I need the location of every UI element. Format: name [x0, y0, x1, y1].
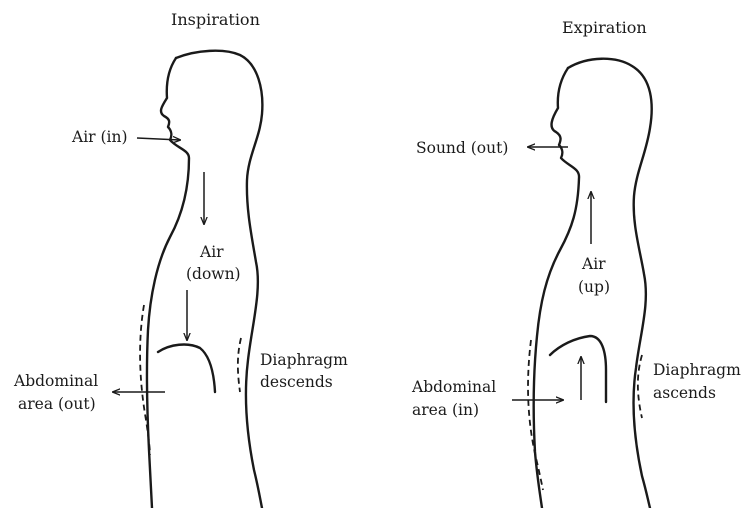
expiration-diaphragm-label-2: ascends — [653, 384, 716, 402]
inspiration-air-in-label: Air (in) — [71, 128, 128, 146]
expiration-air-up-label-2: (up) — [578, 278, 610, 296]
inspiration-body-front-outline — [147, 58, 189, 508]
inspiration-diaphragm — [158, 345, 215, 392]
expiration-diaphragm — [550, 336, 606, 402]
inspiration-title: Inspiration — [171, 10, 260, 29]
inspiration-air-down-label-1: Air — [199, 243, 224, 261]
expiration-diaphragm-label-1: Diaphragm — [653, 361, 741, 379]
inspiration-panel: Inspiration Air (in) Air (down) Diaphrag… — [13, 10, 348, 508]
expiration-abdominal-label-1: Abdominal — [411, 378, 496, 396]
air-in-arrow — [137, 138, 180, 140]
inspiration-diaphragm-label-2: descends — [260, 373, 333, 391]
expiration-abdominal-label-2: area (in) — [412, 401, 479, 419]
expiration-title: Expiration — [562, 18, 647, 37]
expiration-panel: Expiration Sound (out) Air (up) Diaphrag… — [411, 18, 741, 508]
expiration-sound-out-label: Sound (out) — [416, 139, 508, 157]
expiration-back-dashed — [638, 355, 642, 418]
inspiration-back-dashed — [238, 338, 241, 392]
inspiration-air-down-label-2: (down) — [186, 265, 241, 283]
inspiration-abdominal-label-2: area (out) — [18, 395, 96, 413]
inspiration-abdominal-label-1: Abdominal — [13, 372, 98, 390]
expiration-air-up-label-1: Air — [581, 255, 606, 273]
expiration-body-front-outline — [534, 68, 579, 508]
inspiration-diaphragm-label-1: Diaphragm — [260, 351, 348, 369]
